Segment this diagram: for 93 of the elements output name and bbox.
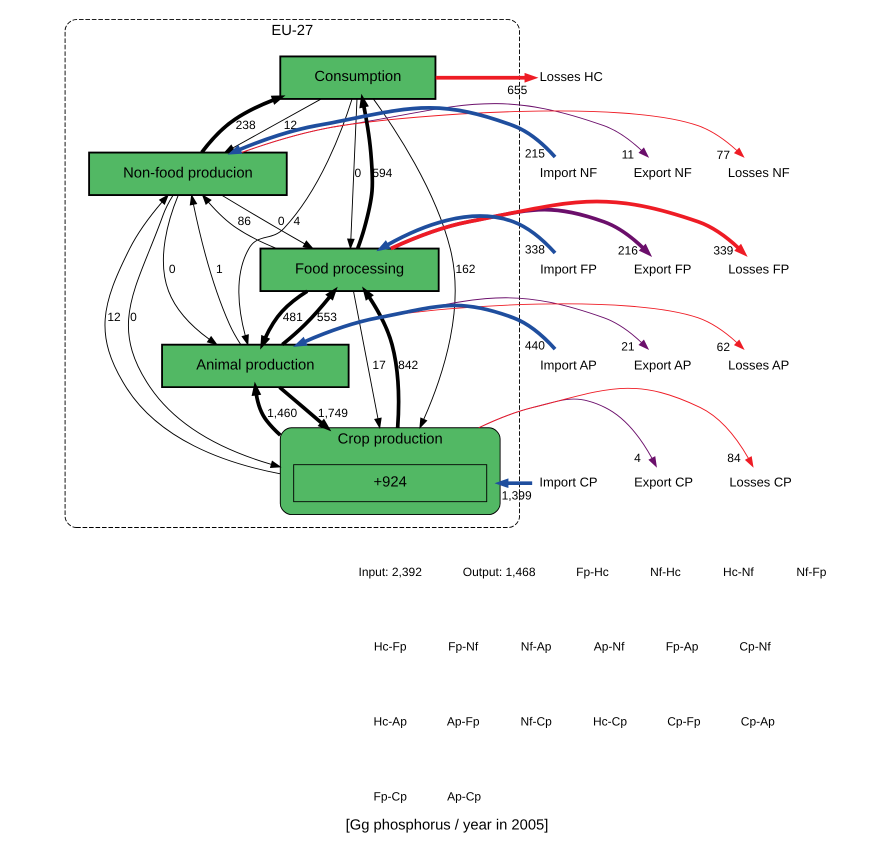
edge-label: 0	[277, 214, 284, 228]
edge-label: 553	[316, 310, 336, 324]
node-box: Consumption	[278, 56, 436, 100]
label: Hc-Ap	[373, 714, 406, 729]
arrow	[104, 194, 280, 474]
label: Ap-Cp	[446, 789, 481, 804]
edge-label: 0	[354, 166, 361, 180]
label: Ap-Fp	[446, 714, 480, 729]
edge-label: 440	[524, 338, 544, 353]
node-box: Non-food producion	[88, 152, 288, 196]
node-text: Import CP	[538, 474, 598, 490]
arrow	[355, 94, 374, 250]
node-text: Export CP	[634, 474, 693, 490]
edge-label: 1,460	[266, 406, 297, 420]
label: Cp-Ap	[740, 714, 774, 729]
label: Ap-Nf	[593, 640, 624, 654]
edge-label: 481	[282, 310, 302, 324]
node-text: Losses HC	[539, 69, 602, 84]
arrow	[189, 194, 241, 345]
edge-label: 1,399	[501, 488, 532, 502]
arrow	[201, 194, 277, 249]
edge-label: 216	[617, 243, 638, 258]
label: Cp-Nf	[738, 640, 770, 654]
node-text: Losses FP	[728, 261, 789, 276]
edge-label: 77	[716, 148, 730, 162]
node-text: Export FP	[633, 261, 691, 276]
arrow	[162, 194, 218, 346]
arrow	[227, 106, 556, 158]
edge-label: 0	[168, 262, 176, 276]
arrow	[435, 72, 538, 83]
arrow	[346, 98, 357, 250]
edge-label: 4	[293, 214, 300, 228]
arrow	[352, 290, 382, 430]
label: Nf-Ap	[520, 640, 551, 654]
node-text: Import FP	[540, 261, 596, 276]
arrow	[238, 98, 352, 346]
arrow	[362, 286, 400, 428]
node-text: Losses AP	[728, 357, 789, 372]
arrow	[200, 95, 285, 154]
arrow	[220, 194, 314, 250]
label: Nf-Hc	[650, 564, 680, 579]
label: Cp-Fp	[666, 714, 700, 729]
edge-label: 12	[106, 310, 120, 324]
label: Hc-Fp	[373, 640, 406, 654]
arrow	[376, 214, 556, 254]
edge-label: 655	[506, 82, 527, 97]
arrow	[280, 286, 338, 346]
edge-label: 12	[283, 118, 297, 132]
edge-label: 162	[454, 262, 475, 276]
edge-label: 62	[716, 340, 730, 354]
arrow	[278, 386, 331, 432]
node-text: Losses NF	[727, 165, 790, 180]
node-text: Export NF	[633, 165, 692, 180]
node-text: Losses CP	[728, 474, 792, 490]
edge-label: 1	[215, 262, 222, 276]
node-text: Export AP	[633, 357, 691, 372]
label: Nf-Fp	[796, 564, 826, 579]
node-text: Import NF	[539, 165, 597, 180]
edge-label: 11	[621, 147, 634, 162]
arrow	[292, 304, 556, 350]
arrow	[240, 110, 744, 158]
node-text: Import AP	[540, 357, 596, 372]
label: Hc-Cp	[592, 714, 627, 729]
edge-label: 84	[726, 451, 740, 466]
node-box: Food processing	[259, 248, 440, 292]
label: Fp-Ap	[665, 640, 698, 654]
label: Output: 1,468	[462, 564, 536, 579]
edge-label: 86	[237, 214, 250, 228]
edge-label: 338	[524, 242, 544, 257]
caption: [Gg phosphorus / year in 2005]	[345, 817, 548, 834]
arrow	[494, 478, 532, 488]
edge-label: 339	[712, 244, 733, 258]
label: Fp-Hc	[576, 564, 608, 579]
label: Fp-Nf	[448, 640, 478, 654]
arrow	[128, 194, 282, 468]
arrow	[251, 382, 282, 436]
arrow	[372, 98, 456, 430]
label: Fp-Cp	[373, 789, 406, 804]
edge-label: 1,749	[317, 406, 348, 420]
label: Hc-Nf	[722, 564, 754, 579]
arrow	[223, 98, 321, 154]
arrow	[260, 290, 308, 350]
label: Input: 2,392	[358, 564, 422, 579]
edge-label: 842	[398, 358, 418, 372]
node-box: +924	[292, 464, 487, 502]
edge-label: 238	[235, 118, 256, 132]
edge-label: 215	[524, 146, 544, 161]
edge-label: 4	[634, 450, 640, 465]
label: Nf-Cp	[520, 714, 552, 729]
node-box: Animal production	[160, 344, 350, 388]
edge-label: 17	[372, 358, 386, 372]
edge-label: 0	[130, 310, 136, 324]
edge-label: 21	[620, 340, 634, 354]
